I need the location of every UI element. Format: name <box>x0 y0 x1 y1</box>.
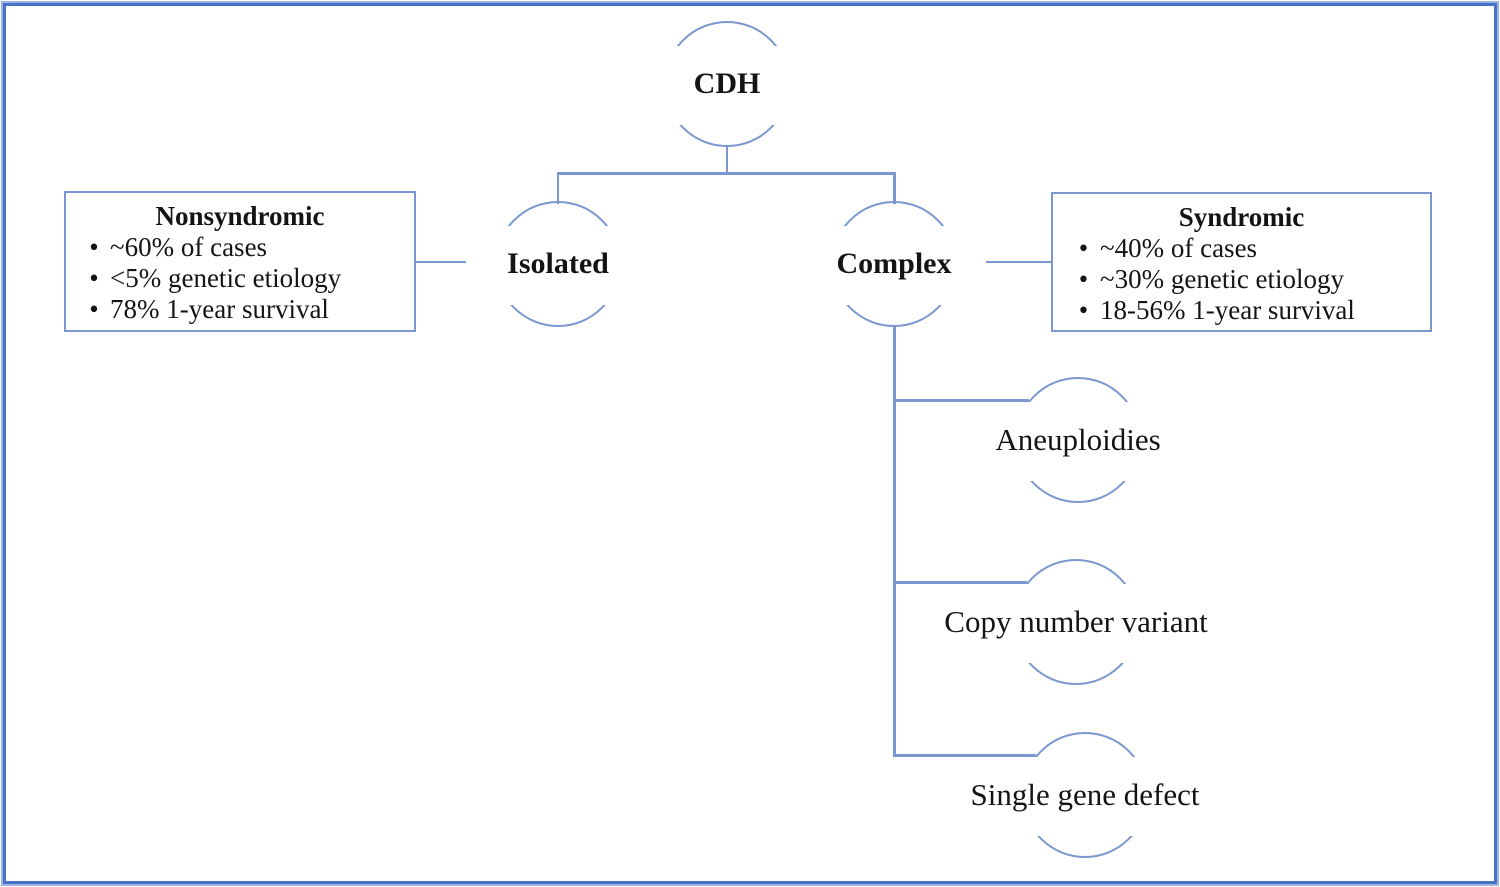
bullet-text: ~30% genetic etiology <box>1100 264 1345 294</box>
node-single-gene-defect: Single gene defect <box>930 732 1240 858</box>
node-isolated: Isolated <box>466 201 650 327</box>
node-copy-number-variant: Copy number variant <box>921 559 1231 685</box>
node-complex-label: Complex <box>836 247 952 280</box>
bullet-icon: • <box>89 263 99 293</box>
bullet-row: • 18-56% 1-year survival <box>1053 295 1430 326</box>
nonsyndromic-info-box: Nonsyndromic • ~60% of cases • <5% genet… <box>64 191 416 332</box>
connector-complex-trunk <box>893 325 896 756</box>
node-copy-number-variant-label: Copy number variant <box>944 604 1208 639</box>
connector-isolated-to-nonsyndromic-box <box>415 260 507 263</box>
bullet-text: ~60% of cases <box>110 232 268 262</box>
connector-top-horizontal <box>556 172 896 175</box>
bullet-row: • <5% genetic etiology <box>66 263 414 294</box>
connector-cdh-stem <box>725 146 728 174</box>
connector-drop-complex <box>893 172 896 204</box>
bullet-row: • 78% 1-year survival <box>66 294 414 325</box>
label-background <box>466 226 650 305</box>
bullet-text: ~40% of cases <box>1100 233 1258 263</box>
bullet-icon: • <box>89 294 99 324</box>
node-complex: Complex <box>802 201 986 327</box>
label-background <box>921 584 1231 663</box>
bullet-row: • ~40% of cases <box>1053 233 1430 264</box>
label-background <box>635 46 819 125</box>
node-single-gene-defect-label: Single gene defect <box>970 777 1200 812</box>
bullet-row: • ~60% of cases <box>66 232 414 263</box>
bullet-text: 18-56% 1-year survival <box>1100 295 1355 325</box>
bullet-text: 78% 1-year survival <box>110 294 329 324</box>
node-aneuploidies-label: Aneuploidies <box>995 422 1161 457</box>
node-aneuploidies: Aneuploidies <box>923 377 1233 503</box>
connector-branch-aneuploidies <box>893 399 1029 402</box>
bullet-icon: • <box>89 232 99 262</box>
node-isolated-label: Isolated <box>507 247 609 280</box>
syndromic-info-box: Syndromic • ~40% of cases • ~30% genetic… <box>1051 192 1432 332</box>
bullet-icon: • <box>1078 295 1089 325</box>
nonsyndromic-title: Nonsyndromic <box>155 201 325 231</box>
bullet-text: <5% genetic etiology <box>110 263 342 293</box>
connector-drop-isolated <box>556 172 559 204</box>
connector-branch-copy-number-variant <box>893 581 1027 584</box>
bullet-icon: • <box>1078 233 1089 263</box>
bullet-row: • ~30% genetic etiology <box>1053 264 1430 295</box>
label-background <box>930 757 1240 836</box>
node-cdh-label: CDH <box>693 67 761 100</box>
bullet-icon: • <box>1078 264 1089 294</box>
node-cdh: CDH <box>635 21 819 147</box>
syndromic-title: Syndromic <box>1178 202 1305 232</box>
label-background <box>923 402 1233 481</box>
label-background <box>802 226 986 305</box>
connector-branch-single-gene-defect <box>893 754 1036 757</box>
